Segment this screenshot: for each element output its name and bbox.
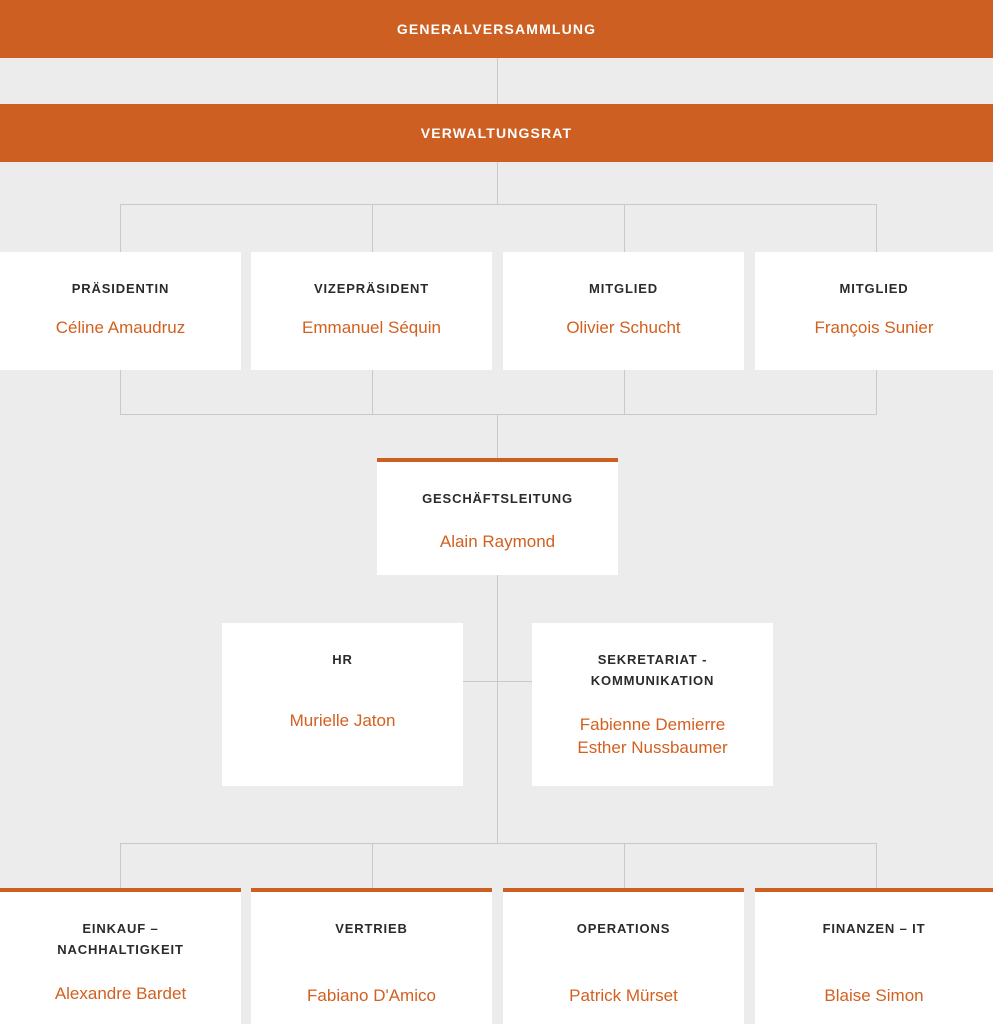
- department-card-title: OPERATIONS: [576, 921, 671, 936]
- connector-department-drop-1: [120, 843, 121, 888]
- connector-gv-to-vr: [497, 58, 498, 104]
- board-card[interactable]: MITGLIED Olivier Schucht: [503, 252, 744, 370]
- board-card-name: Emmanuel Séquin: [302, 318, 441, 338]
- banner-board: VERWALTUNGSRAT: [0, 104, 993, 162]
- connector-staff-stub-right: [497, 681, 533, 682]
- staff-card-name: Fabienne Demierre Esther Nussbaumer: [577, 714, 728, 757]
- connector-board-riser-2: [372, 370, 373, 414]
- department-card-name: Fabiano D'Amico: [307, 986, 436, 1006]
- board-card-name: Olivier Schucht: [566, 318, 681, 338]
- connector-management-bus: [120, 414, 877, 415]
- department-card-name: Alexandre Bardet: [54, 983, 187, 1003]
- staff-card-name: Murielle Jaton: [289, 711, 396, 731]
- staff-card-title: HR: [332, 652, 353, 667]
- department-card-name: Patrick Mürset: [569, 986, 678, 1006]
- board-card-name: Céline Amaudruz: [55, 318, 186, 338]
- connector-board-drop-3: [624, 204, 625, 252]
- board-card[interactable]: PRÄSIDENTIN Céline Amaudruz: [0, 252, 241, 370]
- department-card[interactable]: FINANZEN – IT Blaise Simon: [755, 888, 993, 1024]
- staff-card-hr[interactable]: HR Murielle Jaton: [222, 623, 463, 786]
- management-card-title: GESCHÄFTSLEITUNG: [422, 491, 573, 506]
- connector-board-drop-1: [120, 204, 121, 252]
- connector-vr-drop: [497, 162, 498, 204]
- connector-management-drop: [497, 414, 498, 458]
- connector-department-drop-4: [876, 843, 877, 888]
- board-card-title: PRÄSIDENTIN: [71, 281, 170, 296]
- board-card-title: MITGLIED: [839, 281, 909, 296]
- management-card-name: Alain Raymond: [439, 532, 556, 552]
- staff-card-title: SEKRETARIAT - KOMMUNIKATION: [590, 652, 715, 689]
- connector-department-drop-2: [372, 843, 373, 888]
- department-card[interactable]: VERTRIEB Fabiano D'Amico: [251, 888, 492, 1024]
- banner-general-assembly: GENERALVERSAMMLUNG: [0, 0, 993, 58]
- connector-board-riser-4: [876, 370, 877, 414]
- connector-department-bus: [120, 843, 877, 844]
- staff-card-secretariat[interactable]: SEKRETARIAT - KOMMUNIKATION Fabienne Dem…: [532, 623, 773, 786]
- connector-staff-spine: [497, 575, 498, 843]
- department-card[interactable]: OPERATIONS Patrick Mürset: [503, 888, 744, 1024]
- department-card-title: EINKAUF – NACHHALTIGKEIT: [57, 921, 184, 958]
- connector-board-riser-3: [624, 370, 625, 414]
- connector-staff-stub-left: [463, 681, 498, 682]
- board-card[interactable]: MITGLIED François Sunier: [755, 252, 993, 370]
- board-card-title: VIZEPRÄSIDENT: [313, 281, 430, 296]
- board-card-title: MITGLIED: [589, 281, 658, 296]
- board-card[interactable]: VIZEPRÄSIDENT Emmanuel Séquin: [251, 252, 492, 370]
- connector-department-drop-3: [624, 843, 625, 888]
- connector-board-bus: [120, 204, 877, 205]
- connector-board-riser-1: [120, 370, 121, 414]
- department-card-title: VERTRIEB: [335, 921, 408, 936]
- department-card-name: Blaise Simon: [824, 986, 924, 1006]
- connector-board-drop-2: [372, 204, 373, 252]
- management-card[interactable]: GESCHÄFTSLEITUNG Alain Raymond: [377, 458, 618, 575]
- connector-board-drop-4: [876, 204, 877, 252]
- department-card-title: FINANZEN – IT: [822, 921, 926, 936]
- department-card[interactable]: EINKAUF – NACHHALTIGKEIT Alexandre Barde…: [0, 888, 241, 1024]
- board-card-name: François Sunier: [814, 318, 934, 338]
